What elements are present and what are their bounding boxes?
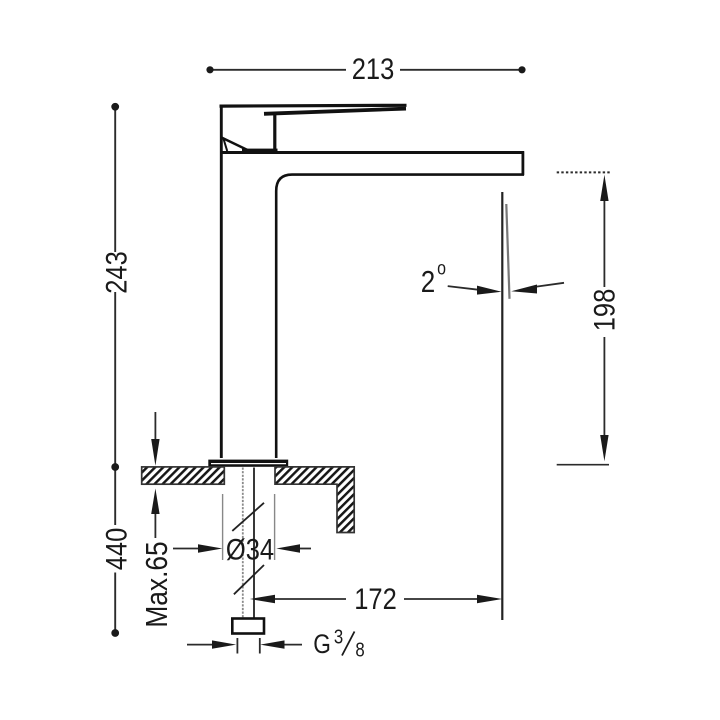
svg-text:243: 243 (99, 251, 132, 294)
svg-text:3: 3 (334, 625, 343, 648)
svg-text:Max.65: Max.65 (140, 541, 174, 627)
svg-text:G: G (313, 629, 331, 659)
svg-text:Ø34: Ø34 (226, 533, 274, 566)
svg-text:440: 440 (99, 528, 132, 571)
svg-text:172: 172 (354, 582, 397, 615)
svg-text:198: 198 (588, 289, 621, 332)
svg-text:2: 2 (421, 265, 435, 300)
svg-text:8: 8 (355, 638, 364, 661)
svg-text:o: o (437, 257, 446, 279)
svg-text:213: 213 (352, 52, 395, 85)
